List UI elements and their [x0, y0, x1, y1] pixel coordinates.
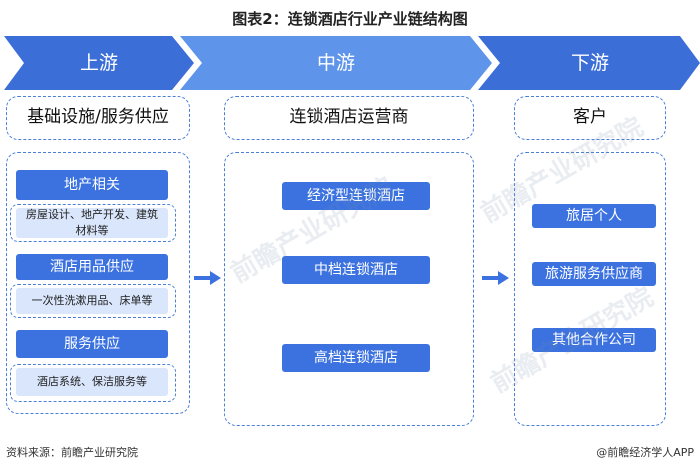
- downstream-panel: [514, 152, 666, 426]
- brand-credit: @前瞻经济学人APP: [596, 446, 694, 459]
- downstream-header: 客户: [514, 96, 666, 140]
- source-note: 资料来源：前瞻产业研究院: [6, 446, 138, 459]
- flow-arrow-icon: [482, 271, 509, 285]
- stage-downstream-label: 下游: [570, 52, 609, 74]
- downstream-item-travel-provider: 旅游服务供应商: [532, 262, 656, 286]
- downstream-chevron: [478, 36, 700, 90]
- group-real-estate: 地产相关: [16, 170, 168, 200]
- group-real-estate-detail: 房屋设计、地产开发、建筑材料等: [16, 208, 168, 238]
- group-hotel-supplies: 酒店用品供应: [16, 254, 168, 280]
- upstream-header: 基础设施/服务供应: [6, 96, 190, 140]
- midstream-item-midscale: 中档连锁酒店: [282, 256, 430, 284]
- group-hotel-supplies-detail: 一次性洗漱用品、床单等: [16, 288, 168, 314]
- midstream-chevron: [180, 36, 492, 90]
- midstream-header: 连锁酒店运营商: [224, 96, 474, 140]
- midstream-item-upscale: 高档连锁酒店: [282, 344, 430, 372]
- group-services-detail: 酒店系统、保洁服务等: [16, 368, 168, 396]
- stage-upstream-label: 上游: [79, 52, 118, 74]
- flow-arrow-icon: [194, 271, 221, 285]
- stage-midstream-label: 中游: [316, 52, 355, 74]
- figure-title: 图表2：连锁酒店行业产业链结构图: [232, 10, 468, 28]
- downstream-item-partners: 其他合作公司: [532, 328, 656, 352]
- midstream-item-economy: 经济型连锁酒店: [282, 182, 430, 210]
- group-services: 服务供应: [16, 330, 168, 358]
- downstream-item-individual: 旅居个人: [532, 204, 656, 228]
- upstream-chevron: [4, 36, 194, 90]
- stage-chevron-band: [4, 36, 700, 90]
